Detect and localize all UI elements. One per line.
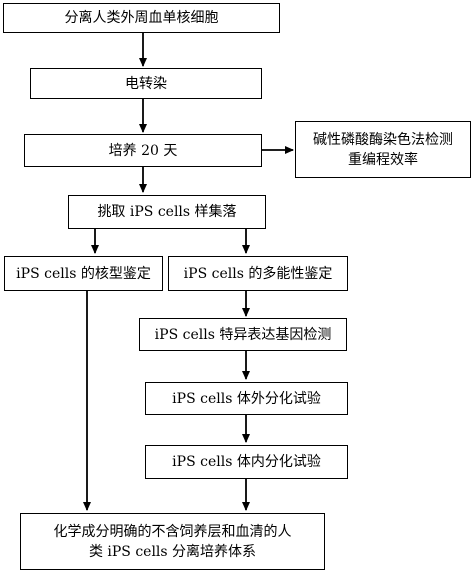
node-karyotype-label: iPS cells 的核型鉴定: [16, 265, 151, 282]
node-electroporation-label: 电转染: [125, 75, 167, 92]
node-pick-colonies-label: 挑取 iPS cells 样集落: [97, 204, 237, 220]
node-in-vivo-differentiation-label: iPS cells 体内分化试验: [172, 454, 321, 470]
node-in-vivo-differentiation: iPS cells 体内分化试验: [145, 445, 348, 479]
node-culture-system: 化学成分明确的不含饲养层和血清的人 类 iPS cells 分离培养体系: [20, 513, 325, 570]
node-isolate-pbmc: 分离人类外周血单核细胞: [3, 3, 280, 33]
node-culture-20-days-label: 培养 20 天: [108, 142, 178, 159]
node-ap-staining: 碱性磷酸酶染色法检测 重编程效率: [295, 121, 471, 178]
node-gene-expression-label: iPS cells 特异表达基因检测: [154, 326, 332, 343]
node-in-vitro-differentiation: iPS cells 体外分化试验: [145, 382, 348, 415]
node-culture-system-line1: 化学成分明确的不含饲养层和血清的人: [53, 523, 292, 540]
node-pick-colonies: 挑取 iPS cells 样集落: [68, 195, 266, 229]
node-pluripotency-label: iPS cells 的多能性鉴定: [183, 265, 333, 282]
node-electroporation: 电转染: [30, 68, 262, 99]
node-gene-expression: iPS cells 特异表达基因检测: [139, 318, 347, 351]
node-culture-20-days: 培养 20 天: [24, 134, 262, 167]
node-pluripotency: iPS cells 的多能性鉴定: [168, 256, 348, 291]
node-culture-system-line2: 类 iPS cells 分离培养体系: [88, 543, 257, 560]
node-isolate-pbmc-label: 分离人类外周血单核细胞: [64, 10, 219, 26]
node-in-vitro-differentiation-label: iPS cells 体外分化试验: [172, 390, 321, 407]
node-ap-staining-line1: 碱性磷酸酶染色法检测: [313, 131, 453, 148]
node-ap-staining-line2: 重编程效率: [348, 151, 418, 168]
node-karyotype: iPS cells 的核型鉴定: [4, 256, 163, 291]
